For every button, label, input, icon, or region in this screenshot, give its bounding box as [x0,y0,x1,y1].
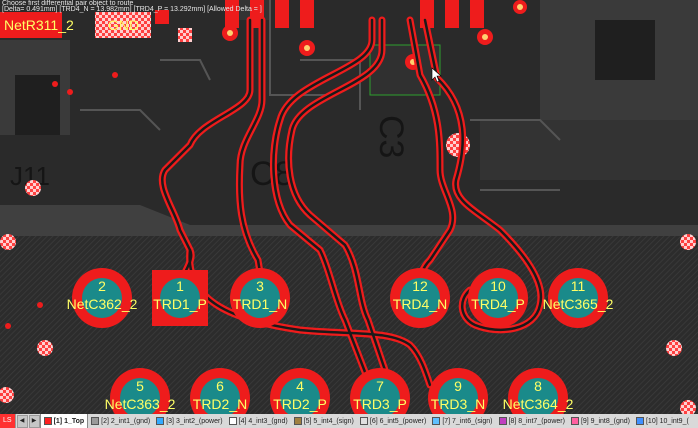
via-small [52,81,58,87]
pad-number: 5 [136,378,144,394]
pad-net: NetC364_2 [503,396,574,412]
net-label-gnd: GND [108,17,139,33]
via-small [67,89,73,95]
layer-tab[interactable]: [7] 7_int6_(sign) [429,414,495,428]
layer-color-swatch [293,417,302,425]
layer-color-swatch [635,417,644,425]
copper-region-right [480,120,698,180]
pad-2[interactable]: 2 NetC362_2 [67,268,138,328]
layer-tab-label: [4] 4_int3_(gnd) [238,417,288,425]
component-body-right [595,20,655,80]
layer-color-swatch [156,417,165,425]
pad-net: TRD3_N [431,396,485,412]
pad-6[interactable]: 6 TRD2_N [190,368,250,428]
layer-color-swatch [570,417,579,425]
pad-number: 4 [296,378,304,394]
pad-number: 6 [216,378,224,394]
via-small [37,302,43,308]
pad-net: TRD1_N [233,296,287,312]
layer-tab[interactable]: [4] 4_int3_(gnd) [226,414,291,428]
layer-tab-label: [10] 10_int9_( [645,417,689,425]
pad-net: NetC363_2 [105,396,176,412]
layer-color-swatch [228,417,237,425]
layer-tab-label: [5] 5_int4_(sign) [303,417,354,425]
mouse-cursor-icon [431,67,442,83]
net-label-r311: NetR311_2 [4,17,74,33]
pad-5[interactable]: 5 NetC363_2 [105,368,176,428]
pad-net: TRD3_P [353,396,407,412]
via-large[interactable] [446,133,470,157]
pad-number: 12 [412,278,428,294]
layer-tab-label: [2] 2_int1_(gnd) [101,417,151,425]
pad-number: 1 [176,278,184,294]
pad-net: TRD1_P [153,296,207,312]
via-small [5,323,11,329]
gnd-pad[interactable] [95,12,151,38]
layer-color-swatch [359,417,368,425]
via[interactable] [25,180,41,196]
pad-7[interactable]: 7 TRD3_P [350,368,410,428]
pad-10[interactable]: 10 TRD4_P [468,268,528,328]
pad-net: NetC365_2 [543,296,614,312]
pad-net: TRD2_P [273,396,327,412]
pad-8[interactable]: 8 NetC364_2 [503,368,574,428]
pad-9[interactable]: 9 TRD3_N [428,368,488,428]
layer-color-swatch [432,417,441,425]
layer-tab[interactable]: [6] 6_int5_(power) [357,414,429,428]
via[interactable] [37,340,53,356]
layer-tab-label: [1] 1_Top [53,417,85,425]
layer-tab[interactable]: [10] 10_int9_( [633,414,692,428]
pad-number: 11 [571,278,586,294]
pad-number: 10 [490,278,506,294]
layer-next-icon[interactable]: ▶ [28,414,40,428]
layer-tab-label: [7] 7_int6_(sign) [442,417,493,425]
via[interactable] [666,340,682,356]
pad-number: 9 [454,378,462,394]
pad-11[interactable]: 11 NetC365_2 [543,268,614,328]
layer-prev-icon[interactable]: ◀ [16,414,28,428]
pad-net: TRD2_N [193,396,247,412]
layer-tab[interactable]: [5] 5_int4_(sign) [291,414,357,428]
pad-net: TRD4_N [393,296,447,312]
status-line-1: Choose first differential pair object to… [2,0,134,7]
pad-number: 7 [376,378,384,394]
layer-tab-label: [9] 9_int8_(gnd) [580,417,630,425]
layer-color-swatch [91,417,100,425]
layer-tab-bar: LS ◀ ▶ [1] 1_Top [2] 2_int1_(gnd) [3] 3_in… [0,414,698,428]
via[interactable] [0,234,16,250]
layer-tab[interactable]: [3] 3_int2_(power) [153,414,225,428]
layer-tab[interactable]: [9] 9_int8_(gnd) [568,414,633,428]
net-label-box-r311 [0,12,62,38]
layer-tab[interactable]: [1] 1_Top [39,414,89,428]
via-small [112,72,118,78]
pad-4[interactable]: 4 TRD2_P [270,368,330,428]
pad-number: 2 [98,278,106,294]
layer-tab[interactable]: [2] 2_int1_(gnd) [88,414,153,428]
status-line-2: [Delta= 0.491mm] [TRD4_N = 13.982mm] [TR… [2,6,262,13]
pad-12[interactable]: 12 TRD4_N [390,268,450,328]
layer-color-swatch [43,417,52,425]
silk-ref-c3: C3 [372,115,410,158]
diff-pair-traces[interactable] [158,16,545,389]
pad-3[interactable]: 3 TRD1_N [230,268,290,328]
layer-tab-label: [8] 8_int7_(power) [508,417,565,425]
layer-color-swatch [498,417,507,425]
pad-number: 3 [256,278,264,294]
layer-set-button[interactable]: LS [0,414,16,428]
layer-tab-label: [3] 3_int2_(power) [166,417,223,425]
pad-net: TRD4_P [471,296,525,312]
via[interactable] [680,400,696,416]
via[interactable] [680,234,696,250]
layer-tab[interactable]: [8] 8_int7_(power) [496,414,568,428]
layer-tabs: [1] 1_Top [2] 2_int1_(gnd) [3] 3_int2_(pow… [39,414,692,428]
plane-boundary-band [0,205,698,236]
pad-number: 8 [534,378,542,394]
pad-1[interactable]: 1 TRD1_P [152,270,208,326]
layer-tab-label: [6] 6_int5_(power) [369,417,427,425]
via[interactable] [0,387,14,403]
pad-net: NetC362_2 [67,296,138,312]
